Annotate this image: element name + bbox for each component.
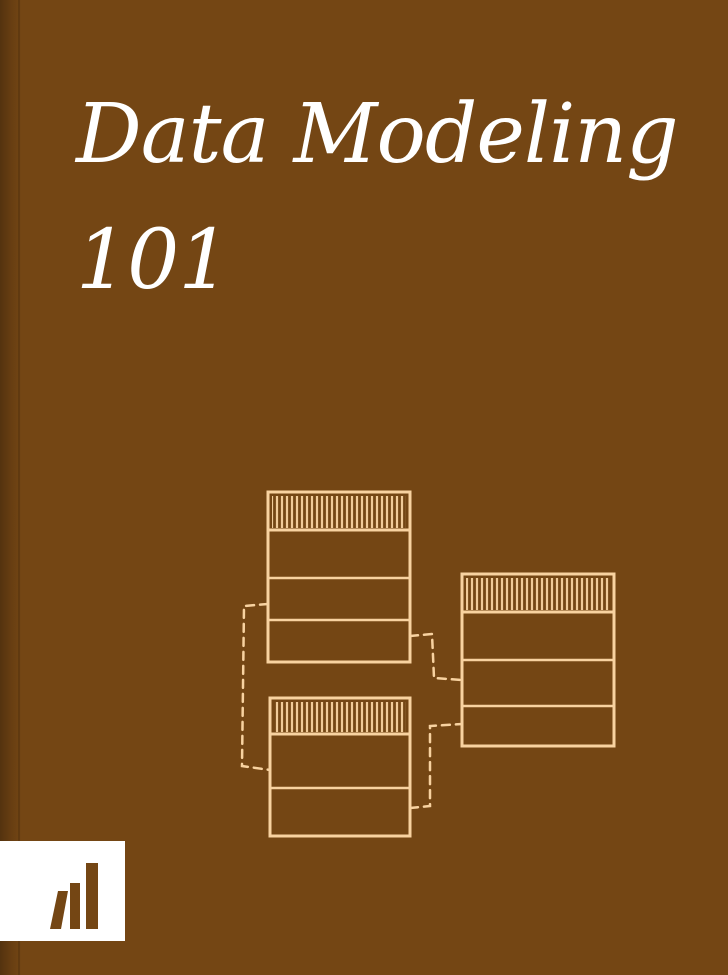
- publisher-logo: [0, 841, 125, 941]
- spine-shadow: [0, 0, 22, 975]
- entity-table-b: [460, 572, 616, 748]
- entity-table-a: [266, 490, 412, 664]
- bars-logo-icon: [50, 863, 98, 929]
- spine-line: [18, 0, 20, 975]
- table-diagram-icon: [240, 490, 616, 838]
- entity-relationship-diagram: [220, 470, 640, 860]
- book-title: Data Modeling 101: [76, 87, 679, 308]
- entity-table-c: [268, 696, 412, 838]
- relationship-connectors: [240, 602, 464, 810]
